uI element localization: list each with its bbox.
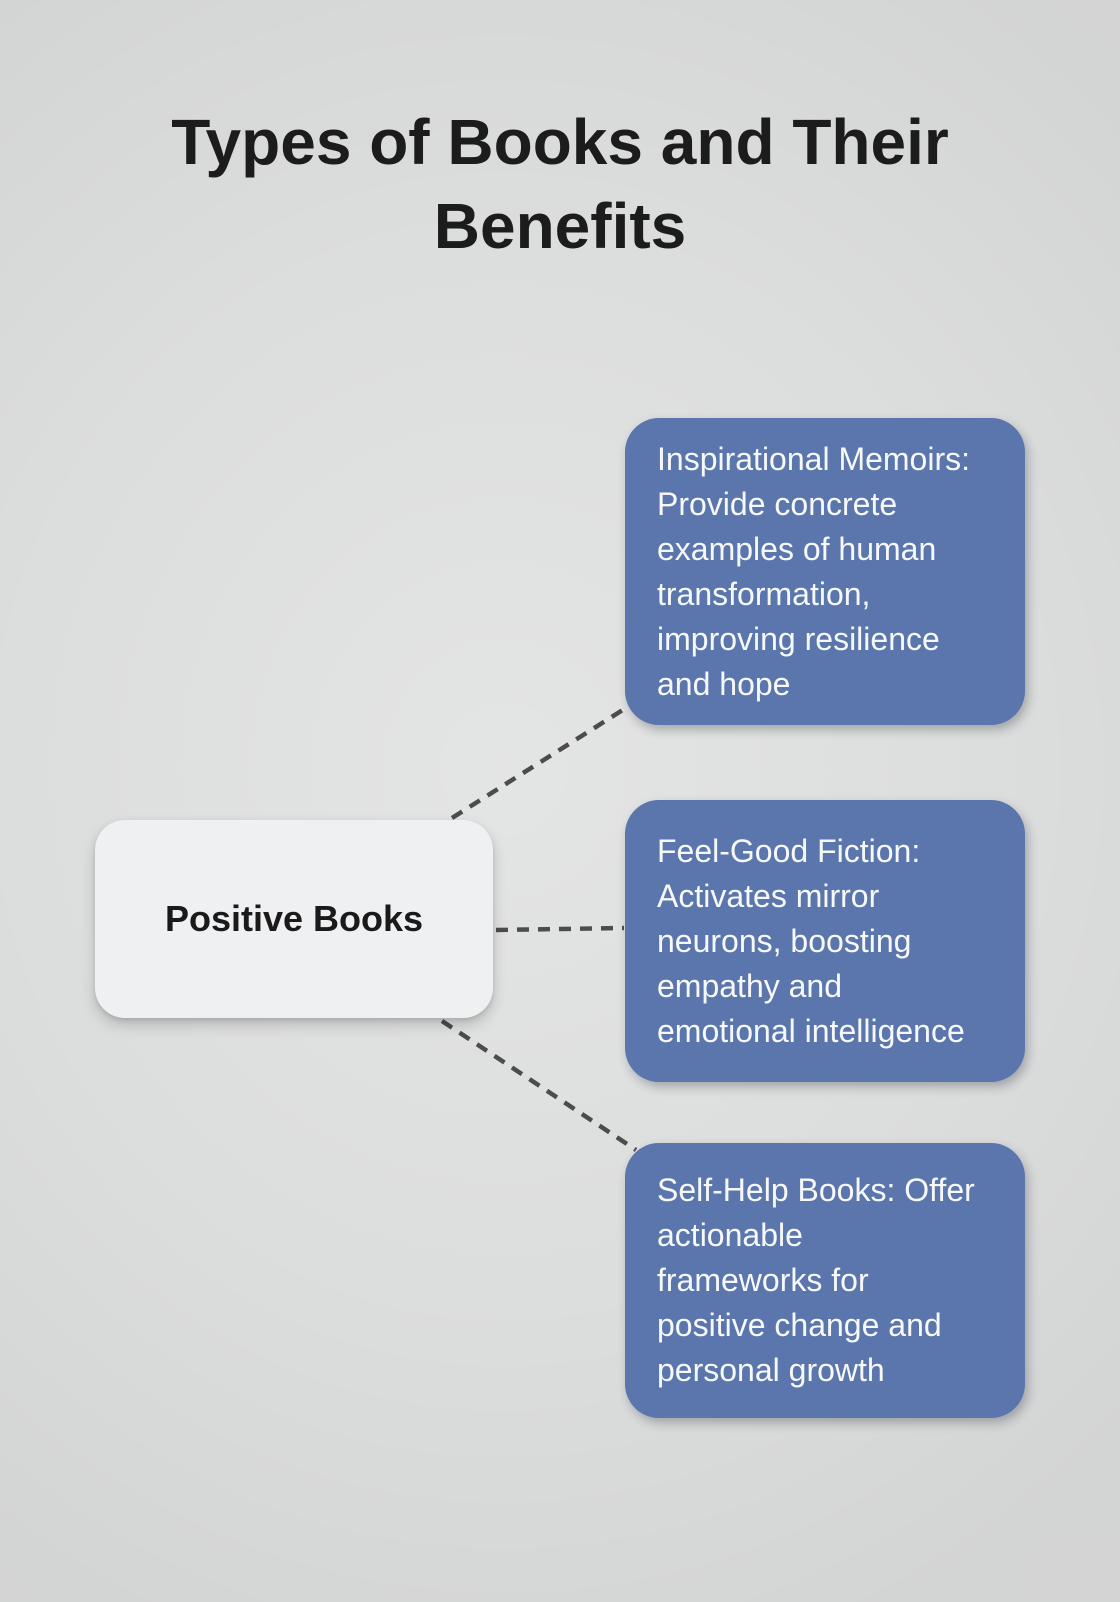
branch-node-label: Self-Help Books: Offer actionable framew… xyxy=(657,1172,975,1388)
page-title: Types of Books and Their Benefits xyxy=(171,106,949,262)
connector-root-to-branch-1 xyxy=(450,704,631,820)
branch-node-self-help-books: Self-Help Books: Offer actionable framew… xyxy=(625,1143,1025,1418)
root-node-label: Positive Books xyxy=(164,898,424,939)
connector-root-to-branch-3 xyxy=(440,1019,638,1152)
branch-node-label: Feel-Good Fiction: Activates mirror neur… xyxy=(657,832,965,1049)
branch-node-label: Inspirational Memoirs: Provide concrete … xyxy=(657,440,970,702)
branch-node-feel-good-fiction: Feel-Good Fiction: Activates mirror neur… xyxy=(625,800,1025,1082)
connector-root-to-branch-2 xyxy=(495,925,625,933)
branch-node-inspirational-memoirs: Inspirational Memoirs: Provide concrete … xyxy=(625,418,1025,725)
root-node-positive-books: Positive Books xyxy=(95,820,493,1018)
